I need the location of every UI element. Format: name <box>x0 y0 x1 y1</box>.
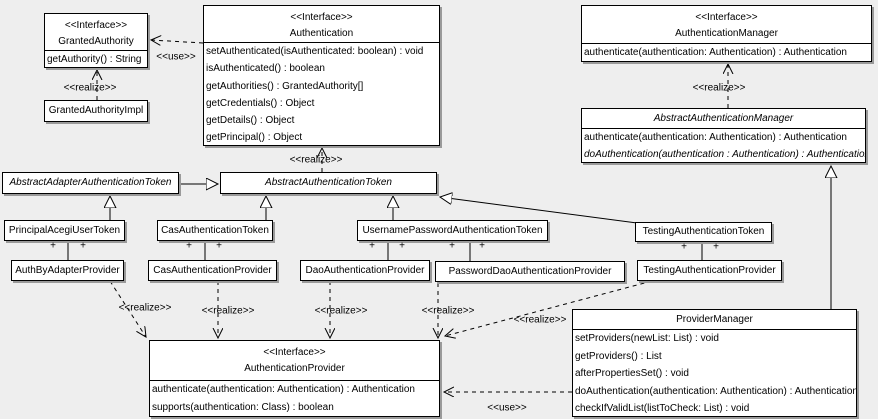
class-abstract-authentication-token[interactable]: AbstractAuthenticationToken <box>220 172 437 194</box>
method: getDetails() : Object <box>206 115 295 127</box>
class-name: GrantedAuthority <box>58 36 134 47</box>
class-cas-authentication-provider[interactable]: CasAuthenticationProvider <box>148 260 277 281</box>
class-abstract-authentication-manager[interactable]: AbstractAuthenticationManager authentica… <box>581 108 866 163</box>
realize-label: <<realize>> <box>201 305 255 317</box>
abstract-method: doAuthentication(authentication : Authen… <box>584 149 865 161</box>
class-testing-authentication-provider[interactable]: TestingAuthenticationProvider <box>637 260 782 281</box>
class-username-password-authentication-token[interactable]: UsernamePasswordAuthenticationToken <box>357 220 548 241</box>
association-end-plus: + <box>479 240 485 252</box>
use-authentication-grantedauthority[interactable] <box>151 40 204 43</box>
class-name: ProviderManager <box>676 314 753 325</box>
association-end-plus: + <box>681 241 687 253</box>
class-name: AuthenticationProvider <box>244 363 345 374</box>
class-name: CasAuthenticationToken <box>161 224 269 236</box>
class-auth-by-adapter-provider[interactable]: AuthByAdapterProvider <box>11 260 124 281</box>
method: getCredentials() : Object <box>206 97 315 109</box>
realize-label: <<realize>> <box>289 154 343 166</box>
method: isAuthenticated() : boolean <box>206 63 325 75</box>
class-name: AbstractAuthenticationManager <box>653 113 794 124</box>
association-end-plus: + <box>713 241 719 253</box>
class-granted-authority[interactable]: <<Interface>> GrantedAuthority getAuthor… <box>44 13 148 68</box>
method: getPrincipal() : Object <box>206 132 303 144</box>
class-name: AuthByAdapterProvider <box>15 264 120 276</box>
realize-authbyadapter-provider[interactable] <box>109 280 146 337</box>
class-principal-acegi-user-token[interactable]: PrincipalAcegiUserToken <box>4 220 125 241</box>
method: getProviders() : List <box>575 350 662 362</box>
realize-label: <<realize>> <box>63 82 117 94</box>
realize-label: <<realize>> <box>118 302 172 314</box>
stereotype-label: <<Interface>> <box>695 12 758 23</box>
class-authentication[interactable]: <<Interface>> Authentication setAuthenti… <box>203 5 440 146</box>
method: doAuthentication(authentication: Authent… <box>575 385 856 397</box>
association-end-plus: + <box>399 240 405 252</box>
association-end-plus: + <box>449 240 455 252</box>
realize-label: <<realize>> <box>692 82 746 94</box>
realize-testingprovider[interactable] <box>445 280 653 336</box>
class-testing-authentication-token[interactable]: TestingAuthenticationToken <box>635 222 772 242</box>
use-label: <<use>> <box>156 51 196 63</box>
class-name: AbstractAdapterAuthenticationToken <box>9 177 172 188</box>
association-end-plus: + <box>369 240 375 252</box>
class-password-dao-authentication-provider[interactable]: PasswordDaoAuthenticationProvider <box>435 261 625 282</box>
method: getAuthorities() : GrantedAuthority[] <box>206 80 364 92</box>
method: setProviders(newList: List) : void <box>575 333 719 344</box>
use-label: <<use>> <box>487 402 527 414</box>
class-name: CasAuthenticationProvider <box>153 264 272 276</box>
class-name: AbstractAuthenticationToken <box>265 177 392 188</box>
class-name: GrantedAuthorityImpl <box>48 105 144 116</box>
stereotype-label: <<Interface>> <box>64 20 128 31</box>
class-name: Authentication <box>289 28 354 39</box>
stereotype-label: <<Interface>> <box>263 347 326 358</box>
method: authenticate(authentication: Authenticat… <box>584 132 847 143</box>
class-name: AuthenticationManager <box>675 28 778 39</box>
class-granted-authority-impl[interactable]: GrantedAuthorityImpl <box>44 100 148 122</box>
method: authenticate(authentication: Authenticat… <box>152 384 415 395</box>
class-name: DaoAuthenticationProvider <box>305 264 425 276</box>
class-cas-authentication-token[interactable]: CasAuthenticationToken <box>157 220 273 241</box>
method: authenticate(authentication: Authenticat… <box>584 47 847 58</box>
realize-label: <<realize>> <box>314 305 368 317</box>
method: getAuthority() : String <box>47 54 142 65</box>
class-name: TestingAuthenticationToken <box>642 226 765 237</box>
class-name: PrincipalAcegiUserToken <box>8 224 121 236</box>
class-provider-manager[interactable]: ProviderManager setProviders(newList: Li… <box>572 309 857 417</box>
class-name: TestingAuthenticationProvider <box>643 264 776 276</box>
class-authentication-manager[interactable]: <<Interface>> AuthenticationManager auth… <box>581 5 872 62</box>
class-name: PasswordDaoAuthenticationProvider <box>448 265 612 277</box>
method: afterPropertiesSet() : void <box>575 368 689 380</box>
association-end-plus: + <box>216 240 222 252</box>
association-end-plus: + <box>50 240 56 252</box>
method: supports(authentication: Class) : boolea… <box>152 402 334 414</box>
association-end-plus: + <box>186 240 192 252</box>
realize-label: <<realize>> <box>421 305 475 317</box>
realize-label: <<realize>> <box>513 314 567 326</box>
class-dao-authentication-provider[interactable]: DaoAuthenticationProvider <box>300 260 430 281</box>
class-name: UsernamePasswordAuthenticationToken <box>362 224 543 236</box>
class-abstract-adapter-authentication-token[interactable]: AbstractAdapterAuthenticationToken <box>2 172 179 194</box>
class-authentication-provider[interactable]: <<Interface>> AuthenticationProvider aut… <box>149 340 440 417</box>
association-end-plus: + <box>80 240 86 252</box>
generalization-testingtoken-to-abstracttoken[interactable] <box>440 197 638 224</box>
method: setAuthenticated(isAuthenticated: boolea… <box>206 46 424 57</box>
method: checkIfValidList(listToCheck: List) : vo… <box>575 403 750 415</box>
stereotype-label: <<Interface>> <box>290 12 353 23</box>
